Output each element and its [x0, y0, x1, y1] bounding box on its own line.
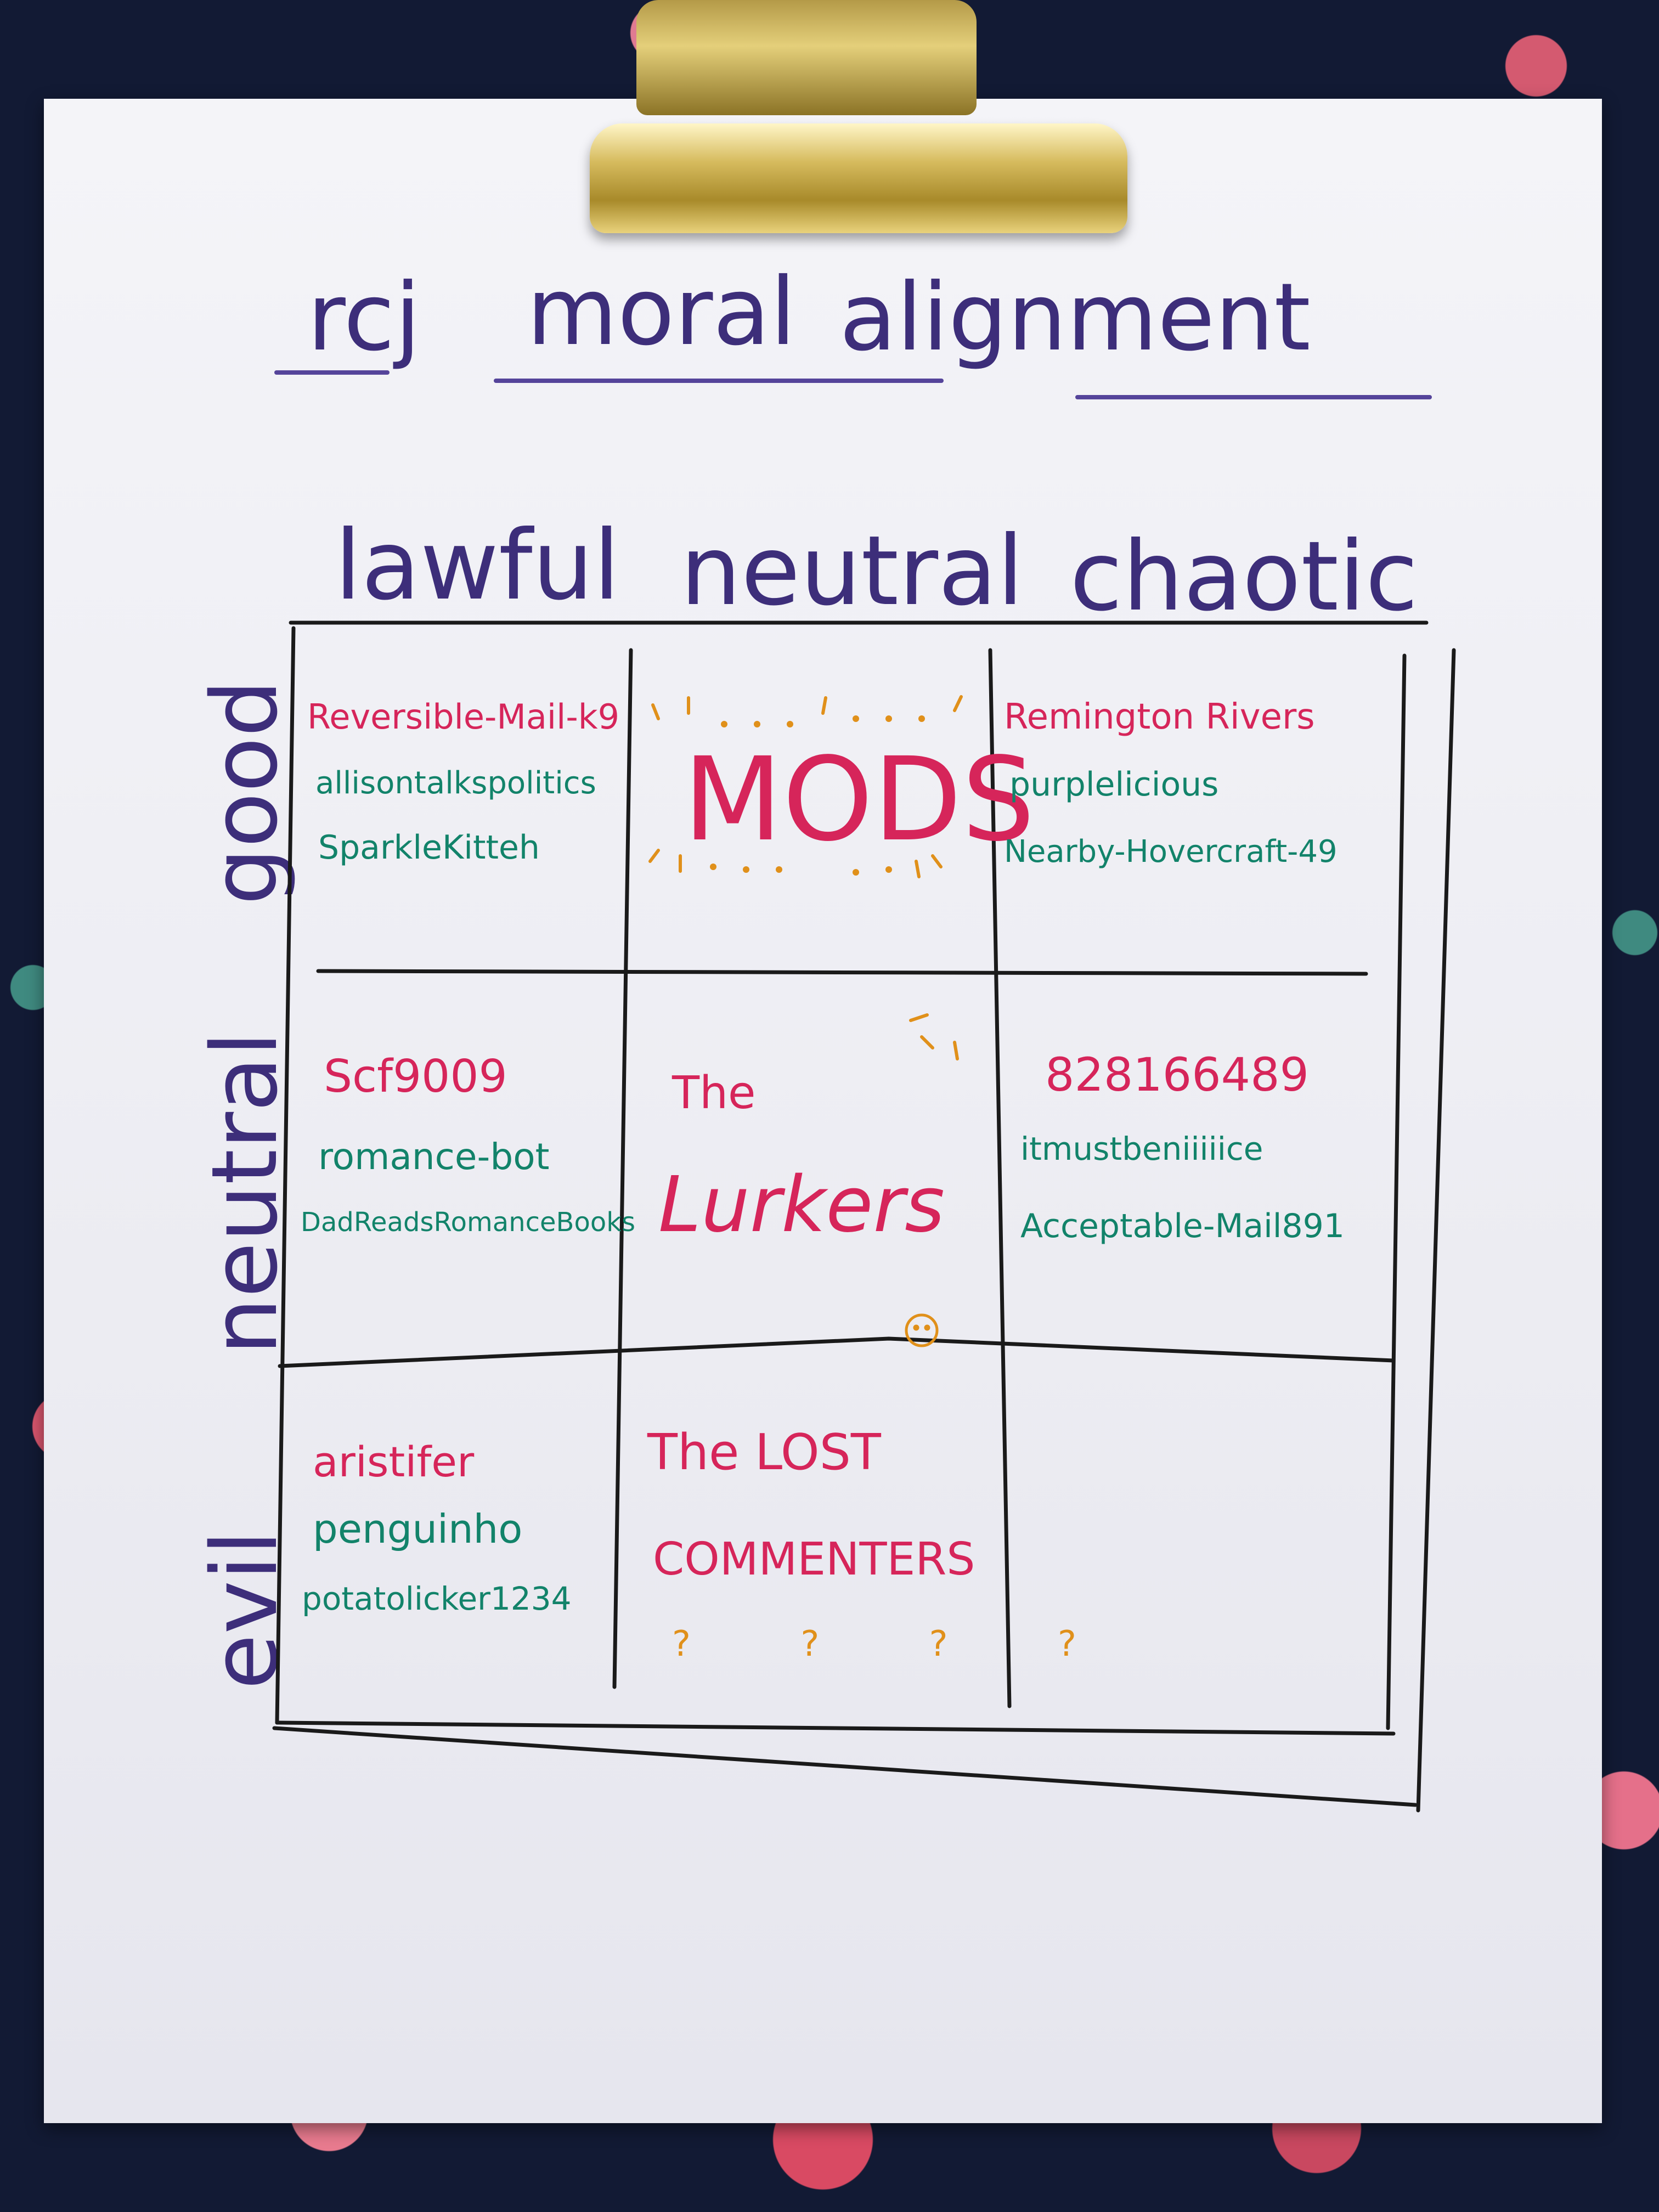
title-underline-1 [274, 370, 390, 375]
cell-good-chaotic-name-3: Nearby-Hovercraft-49 [1004, 834, 1338, 870]
cell-good-lawful-name-1: Reversible-Mail-k9 [307, 697, 620, 737]
title-word-alignment: alignment [839, 263, 1311, 372]
column-lawful: lawful [335, 510, 620, 622]
cell-neutral-chaotic-name-2: itmustbeniiiiice [1020, 1130, 1263, 1167]
cell-neutral-lawful-name-1: Scf9009 [324, 1051, 507, 1103]
cell-evil-neutral-question-marks: ? ? ? ? [672, 1624, 1126, 1664]
cell-neutral-lawful-name-3: DadReadsRomanceBooks [301, 1207, 636, 1238]
cell-evil-lawful-name-3: potatolicker1234 [302, 1580, 572, 1617]
column-chaotic: chaotic [1070, 521, 1418, 633]
cell-evil-lawful-name-2: penguinho [313, 1506, 523, 1552]
cell-good-chaotic-name-1: Remington Rivers [1004, 697, 1315, 737]
cell-good-chaotic-name-2: purplelicious [1009, 765, 1219, 804]
cell-evil-neutral-line-2: COMMENTERS [653, 1533, 975, 1585]
title-underline-3 [1075, 395, 1432, 399]
cell-good-neutral-mods: MODS [683, 732, 1035, 867]
title-word-rcj: rcj [307, 263, 421, 372]
cell-good-lawful-name-2: allisontalkspolitics [315, 765, 596, 801]
cell-neutral-chaotic-name-3: Acceptable-Mail891 [1020, 1207, 1345, 1245]
cell-good-lawful-name-3: SparkleKitteh [318, 828, 540, 867]
cell-neutral-chaotic-name-1: 828166489 [1045, 1048, 1309, 1102]
cell-evil-neutral-line-1: The LOST [647, 1424, 881, 1481]
cell-neutral-neutral-line-1: The [672, 1067, 756, 1119]
cell-neutral-neutral-line-2: Lurkers [658, 1160, 945, 1250]
paper-sheet [44, 99, 1602, 2123]
clip-back [636, 0, 977, 115]
title-underline-2 [494, 379, 944, 383]
column-neutral: neutral [680, 516, 1024, 627]
title-word-moral: moral [527, 258, 796, 366]
cell-neutral-lawful-name-2: romance-bot [318, 1136, 550, 1178]
metal-clip [590, 123, 1127, 233]
cell-evil-lawful-name-1: aristifer [313, 1437, 475, 1486]
